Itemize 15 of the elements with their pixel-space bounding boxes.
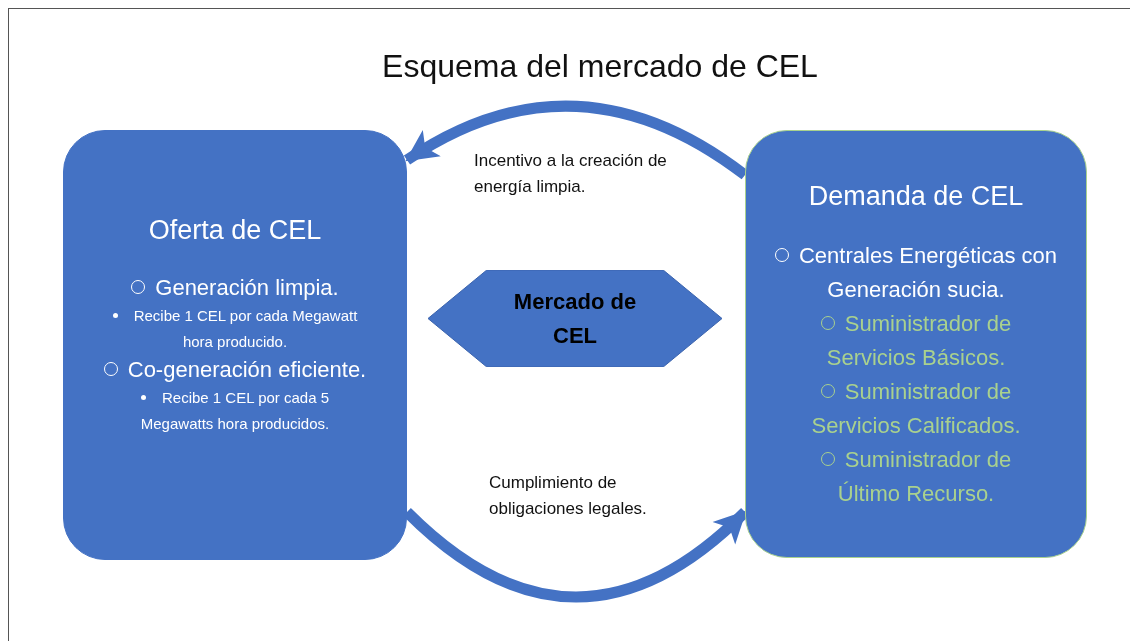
list-item: Suministrador de Servicios Básicos. bbox=[796, 307, 1036, 375]
sub-list-item: Recibe 1 CEL por cada 5 Megawatts hora producidos. bbox=[139, 388, 331, 434]
list-item: Co-generación eficiente. bbox=[103, 355, 367, 385]
sub-list-item: Recibe 1 CEL por cada Megawatt hora producido. bbox=[105, 303, 365, 355]
list-item: Centrales Energéticas con Generación sucia. bbox=[766, 239, 1066, 307]
market-hexagon bbox=[428, 270, 722, 367]
list-item: Suministrador de Servicios Calificados. bbox=[810, 378, 1022, 440]
rounded-panel bbox=[63, 130, 407, 560]
rounded-panel bbox=[745, 130, 1087, 558]
hexagon-label: Mercado de CEL bbox=[512, 287, 638, 350]
list-item: Generación limpia. bbox=[131, 273, 339, 303]
diagram-title: Esquema del mercado de CEL bbox=[381, 48, 819, 85]
panel-heading: Oferta de CEL bbox=[148, 214, 322, 247]
list-item: Suministrador de Último Recurso. bbox=[796, 443, 1036, 511]
panel-heading: Demanda de CEL bbox=[808, 180, 1024, 213]
